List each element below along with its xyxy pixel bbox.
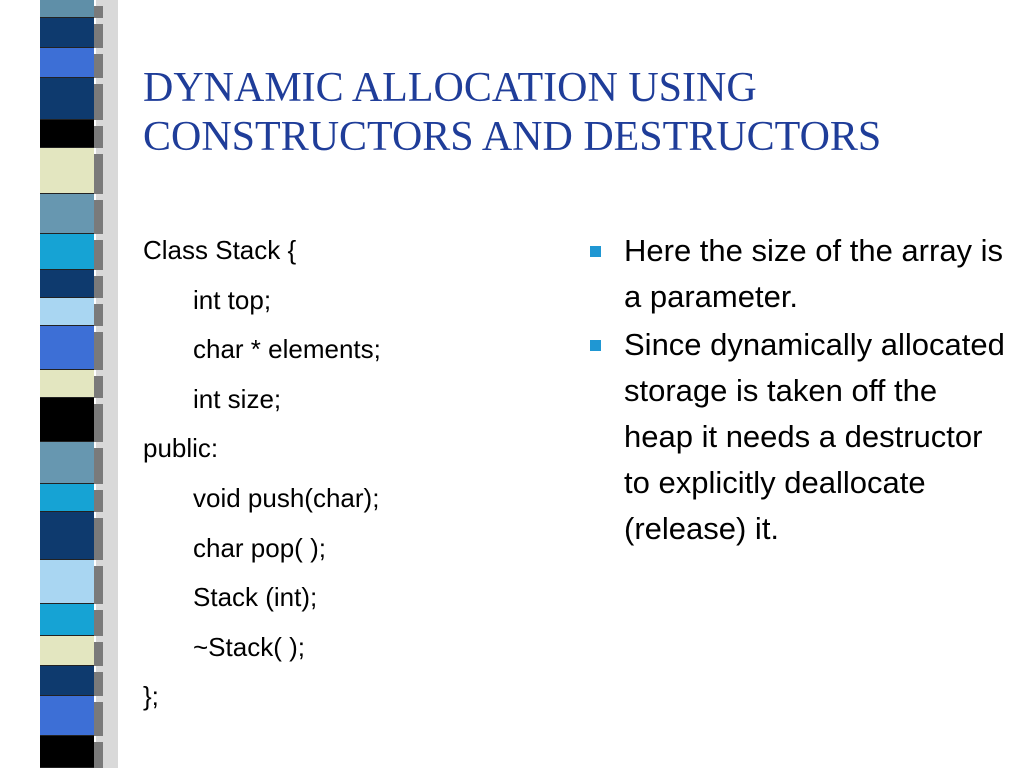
decorative-stripe-shadow (94, 84, 103, 120)
decorative-stripe (40, 604, 94, 636)
decorative-stripe (40, 484, 94, 512)
decorative-stripe-shadow (94, 240, 103, 270)
square-bullet-icon (590, 246, 601, 257)
title-line-2: CONSTRUCTORS AND DESTRUCTORS (143, 114, 882, 160)
decorative-stripe (40, 326, 94, 370)
decorative-stripe-shadow (94, 6, 103, 18)
code-listing: Class Stack { int top; char * elements; … (143, 226, 543, 722)
decorative-stripe (40, 120, 94, 148)
code-line: int size; (193, 383, 282, 414)
decorative-stripe (40, 636, 94, 666)
bullet-text: Since dynamically allocated storage is t… (624, 327, 1005, 546)
decorative-stripe (40, 298, 94, 326)
code-line: char * elements; (193, 334, 381, 365)
decorative-stripe-shadow (94, 672, 103, 696)
code-line: Stack (int); (193, 582, 318, 613)
decorative-stripe-shadow (94, 610, 103, 636)
decorative-stripe-shadow (94, 126, 103, 148)
code-line: }; (143, 681, 159, 712)
decorative-stripe (40, 270, 94, 298)
decorative-stripe (40, 398, 94, 442)
decorative-stripe (40, 48, 94, 78)
decorative-stripe-shadow (94, 448, 103, 484)
decorative-stripe-shadow (94, 518, 103, 560)
decorative-stripe-shadow (94, 642, 103, 666)
decorative-stripe-shadow (94, 742, 103, 768)
decorative-stripe-shadow (94, 54, 103, 78)
decorative-stripe (40, 78, 94, 120)
code-line: void push(char); (193, 482, 380, 513)
code-line: public: (143, 433, 219, 464)
decorative-stripe (40, 148, 94, 194)
decorative-stripe (40, 0, 94, 18)
decorative-stripe-shadow (94, 404, 103, 442)
decorative-stripe (40, 736, 94, 768)
decorative-stripe (40, 560, 94, 604)
square-bullet-icon (590, 340, 601, 351)
decorative-stripe (40, 370, 94, 398)
decorative-stripe-shadow (94, 200, 103, 234)
decorative-stripe-shadow (94, 24, 103, 48)
decorative-stripe-shadow (94, 154, 103, 194)
decorative-stripe-shadow (94, 702, 103, 736)
code-line: Class Stack { (143, 235, 297, 265)
decorative-stripe (40, 194, 94, 234)
decorative-stripe (40, 234, 94, 270)
bullet-item: Here the size of the array is a paramete… (590, 228, 1010, 320)
decorative-stripe-shadow (94, 332, 103, 370)
decorative-stripe (40, 442, 94, 484)
title-line-1: DYNAMIC ALLOCATION USING (143, 65, 757, 111)
decorative-stripe (40, 18, 94, 48)
code-line: int top; (193, 284, 272, 315)
decorative-stripe-shadow (94, 490, 103, 512)
decorative-stripe-shadow (94, 276, 103, 298)
bullet-text: Here the size of the array is a paramete… (624, 233, 1004, 314)
decorative-stripe-shadow (94, 304, 103, 326)
code-line: ~Stack( ); (193, 631, 305, 662)
bullet-list: Here the size of the array is a paramete… (590, 228, 1010, 554)
bullet-item: Since dynamically allocated storage is t… (590, 322, 1010, 552)
code-line: char pop( ); (193, 532, 326, 563)
decorative-stripe (40, 666, 94, 696)
decorative-stripe-band (0, 0, 118, 768)
decorative-stripe-shadow (94, 566, 103, 604)
decorative-stripe-shadow (94, 376, 103, 398)
slide-title: DYNAMIC ALLOCATION USING CONSTRUCTORS AN… (143, 64, 1003, 162)
decorative-stripe (40, 512, 94, 560)
decorative-stripe (40, 696, 94, 736)
